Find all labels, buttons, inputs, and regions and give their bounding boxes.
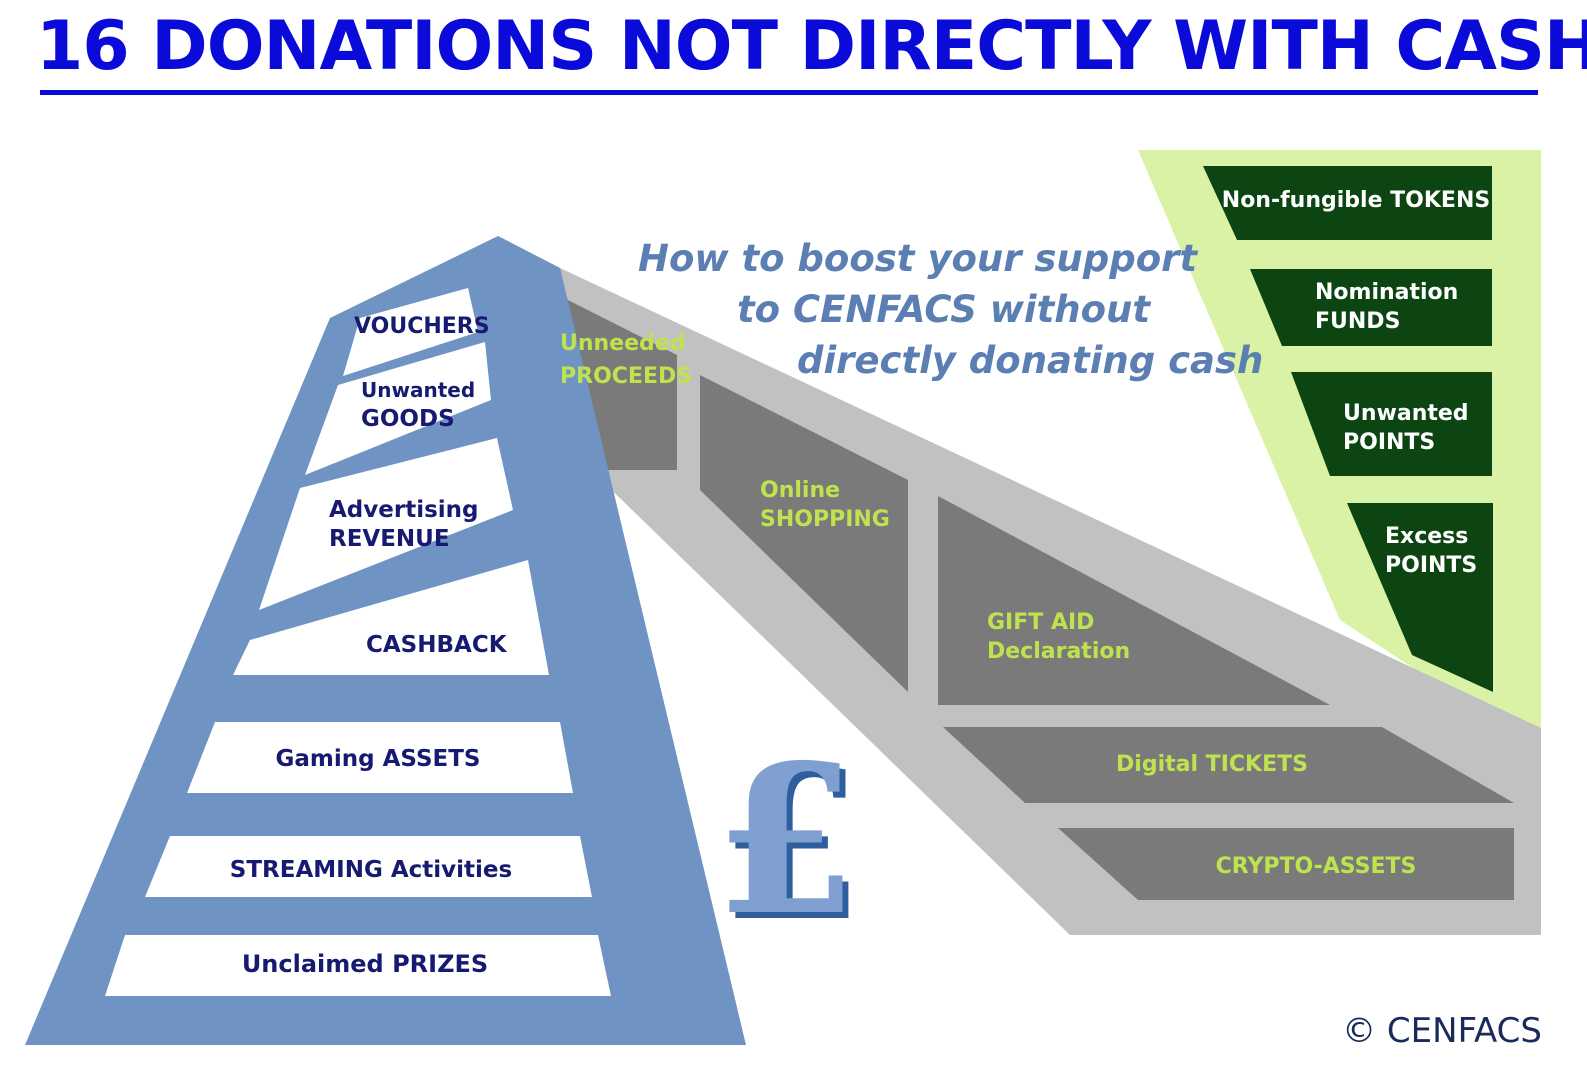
label-vouchers: VOUCHERS — [354, 314, 490, 339]
label-unclaimed-prizes: Unclaimed PRIZES — [242, 950, 488, 978]
label-cashback: CASHBACK — [366, 632, 508, 658]
label-unwanted-goods-1: Unwanted — [361, 378, 475, 402]
box-nomination — [1250, 269, 1492, 346]
label-unwanted-points-1: Unwanted — [1343, 401, 1469, 426]
label-excess-points-2: POINTS — [1385, 553, 1477, 578]
label-online-2: SHOPPING — [760, 507, 890, 532]
label-digital-tickets: Digital TICKETS — [1116, 752, 1308, 777]
page-title: 16 DONATIONS NOT DIRECTLY WITH CASH — [36, 7, 1587, 86]
label-unwanted-points-2: POINTS — [1343, 430, 1435, 455]
slot-cashback — [233, 560, 549, 675]
page-title-block: 16 DONATIONS NOT DIRECTLY WITH CASH — [36, 2, 1587, 102]
label-advertising-1: Advertising — [329, 497, 479, 523]
label-giftaid-2: Declaration — [987, 639, 1130, 664]
label-giftaid-1: GIFT AID — [987, 610, 1094, 635]
box-nft — [1203, 166, 1492, 240]
title-underline — [40, 90, 1538, 95]
slot-gaming — [187, 722, 573, 793]
label-unneeded-1: Unneeded — [560, 331, 685, 356]
label-crypto-assets: CRYPTO-ASSETS — [1216, 854, 1417, 879]
slope-panel-crypto — [1058, 828, 1514, 900]
label-unneeded-2: PROCEEDS — [560, 364, 692, 389]
slope-panel-tickets — [943, 727, 1514, 803]
label-advertising-2: REVENUE — [329, 526, 450, 552]
subtitle-line-3: directly donating cash — [797, 339, 1263, 382]
slot-streaming — [145, 836, 592, 897]
slot-prizes — [105, 935, 611, 996]
slot-advertising — [259, 438, 513, 610]
pound-icon: £ £ — [715, 721, 864, 967]
box-excess-points — [1347, 503, 1493, 692]
svg-text:£: £ — [721, 727, 864, 967]
label-online-1: Online — [760, 478, 840, 503]
label-unwanted-goods-2: GOODS — [361, 406, 455, 432]
slope-panel-giftaid — [938, 496, 1330, 705]
label-nft: Non-fungible TOKENS — [1222, 188, 1490, 213]
label-streaming-activities: STREAMING Activities — [230, 857, 512, 883]
copyright: © CENFACS — [1342, 1011, 1542, 1051]
label-gaming-assets: Gaming ASSETS — [276, 746, 481, 772]
label-nomination-2: FUNDS — [1315, 309, 1400, 334]
svg-text:£: £ — [715, 721, 858, 961]
subtitle-line-1: How to boost your support — [638, 237, 1198, 280]
label-nomination-1: Nomination — [1315, 280, 1458, 305]
box-unwanted-points — [1291, 372, 1492, 476]
subtitle-line-2: to CENFACS without — [737, 288, 1151, 331]
slope-panel-shopping — [700, 375, 908, 692]
slot-goods — [305, 342, 491, 475]
label-excess-points-1: Excess — [1385, 524, 1468, 549]
slot-vouchers — [343, 288, 478, 376]
